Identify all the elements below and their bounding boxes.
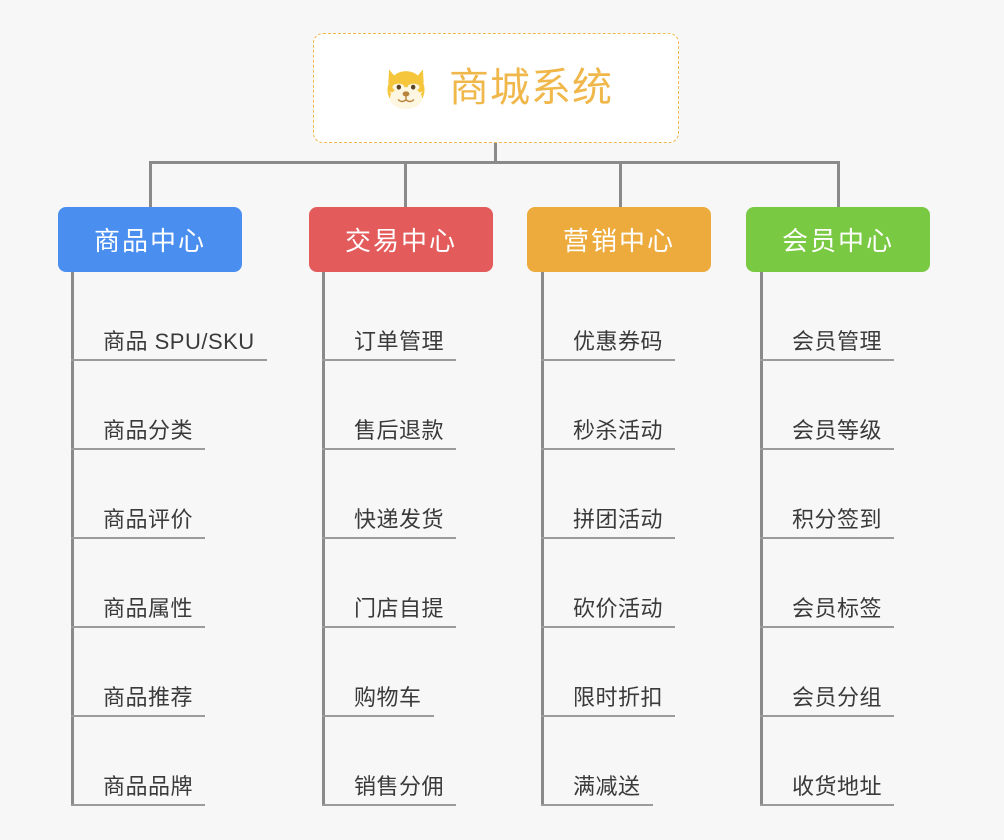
leaf-item[interactable]: 商品 SPU/SKU — [71, 272, 267, 361]
leaf-label: 优惠券码 — [573, 328, 664, 354]
category-box-3[interactable]: 会员中心 — [746, 207, 930, 272]
leaf-item[interactable]: 限时折扣 — [541, 628, 675, 717]
category-box-2[interactable]: 营销中心 — [527, 207, 711, 272]
leaf-item[interactable]: 商品分类 — [71, 361, 255, 450]
leaf-rule — [760, 804, 894, 806]
leaf-label: 商品分类 — [103, 417, 194, 443]
leaf-label: 会员分组 — [792, 684, 883, 710]
leaf-item[interactable]: 售后退款 — [322, 361, 456, 450]
leaf-item[interactable]: 商品品牌 — [71, 717, 255, 806]
connector-drop-1 — [149, 161, 152, 208]
leaf-label: 商品评价 — [103, 506, 194, 532]
leaf-item[interactable]: 收货地址 — [760, 717, 894, 806]
category-box-0[interactable]: 商品中心 — [58, 207, 242, 272]
leaf-label: 秒杀活动 — [573, 417, 664, 443]
root-title: 商城系统 — [449, 66, 613, 110]
leaf-item[interactable]: 购物车 — [322, 628, 444, 717]
leaf-label: 商品品牌 — [103, 773, 194, 799]
leaf-rule — [71, 537, 205, 539]
root-node-shop-system[interactable]: 商城系统 — [313, 33, 679, 143]
leaf-label: 快递发货 — [354, 506, 445, 532]
leaf-column-1: 订单管理 售后退款 快递发货 门店自提 购物车 销售分佣 — [322, 272, 456, 806]
leaf-label: 会员标签 — [792, 595, 883, 621]
leaf-rule — [541, 804, 653, 806]
leaf-item[interactable]: 满减送 — [541, 717, 663, 806]
leaf-label: 商品推荐 — [103, 684, 194, 710]
leaf-rule — [71, 359, 267, 361]
leaf-rule — [760, 448, 894, 450]
leaf-label: 购物车 — [354, 684, 422, 710]
leaf-item[interactable]: 积分签到 — [760, 450, 894, 539]
leaf-rule — [322, 804, 456, 806]
leaf-item[interactable]: 订单管理 — [322, 272, 456, 361]
leaf-item[interactable]: 门店自提 — [322, 539, 456, 628]
leaf-item[interactable]: 会员标签 — [760, 539, 894, 628]
leaf-spine — [71, 272, 74, 806]
leaf-label: 商品属性 — [103, 595, 194, 621]
leaf-rule — [541, 359, 675, 361]
leaf-label: 订单管理 — [354, 328, 445, 354]
leaf-rule — [322, 537, 456, 539]
leaf-rule — [322, 359, 456, 361]
leaf-label: 会员等级 — [792, 417, 883, 443]
leaf-item[interactable]: 商品评价 — [71, 450, 255, 539]
leaf-item[interactable]: 优惠券码 — [541, 272, 675, 361]
leaf-label: 会员管理 — [792, 328, 883, 354]
leaf-label: 积分签到 — [792, 506, 883, 532]
leaf-rule — [760, 359, 894, 361]
connector-drop-4 — [837, 161, 840, 208]
leaf-spine — [322, 272, 325, 806]
leaf-spine — [760, 272, 763, 806]
leaf-item[interactable]: 会员等级 — [760, 361, 894, 450]
leaf-rule — [71, 715, 205, 717]
category-label: 交易中心 — [344, 226, 457, 256]
leaf-column-0: 商品 SPU/SKU 商品分类 商品评价 商品属性 商品推荐 商品品牌 — [71, 272, 267, 806]
leaf-rule — [760, 537, 894, 539]
leaf-item[interactable]: 会员管理 — [760, 272, 894, 361]
category-label: 会员中心 — [781, 226, 894, 256]
leaf-label: 门店自提 — [354, 595, 445, 621]
leaf-label: 售后退款 — [354, 417, 445, 443]
category-box-1[interactable]: 交易中心 — [309, 207, 493, 272]
leaf-rule — [541, 537, 675, 539]
leaf-label: 限时折扣 — [573, 684, 664, 710]
leaf-spine — [541, 272, 544, 806]
connector-drop-3 — [619, 161, 622, 208]
leaf-rule — [71, 448, 205, 450]
leaf-rule — [71, 626, 205, 628]
leaf-rule — [541, 715, 675, 717]
leaf-label: 砍价活动 — [573, 595, 664, 621]
leaf-rule — [322, 715, 434, 717]
leaf-label: 收货地址 — [792, 773, 883, 799]
leaf-rule — [71, 804, 205, 806]
connector-trunk — [494, 143, 497, 164]
leaf-item[interactable]: 拼团活动 — [541, 450, 675, 539]
leaf-label: 拼团活动 — [573, 506, 664, 532]
leaf-rule — [322, 626, 456, 628]
leaf-label: 满减送 — [573, 773, 641, 799]
leaf-column-3: 会员管理 会员等级 积分签到 会员标签 会员分组 收货地址 — [760, 272, 894, 806]
leaf-item[interactable]: 砍价活动 — [541, 539, 675, 628]
connector-drop-2 — [404, 161, 407, 208]
leaf-column-2: 优惠券码 秒杀活动 拼团活动 砍价活动 限时折扣 满减送 — [541, 272, 675, 806]
leaf-rule — [541, 448, 675, 450]
leaf-item[interactable]: 秒杀活动 — [541, 361, 675, 450]
leaf-rule — [322, 448, 456, 450]
leaf-item[interactable]: 商品推荐 — [71, 628, 255, 717]
leaf-label: 商品 SPU/SKU — [103, 328, 255, 354]
category-label: 营销中心 — [562, 226, 675, 256]
leaf-item[interactable]: 会员分组 — [760, 628, 894, 717]
leaf-item[interactable]: 快递发货 — [322, 450, 456, 539]
leaf-rule — [760, 715, 894, 717]
leaf-rule — [541, 626, 675, 628]
leaf-rule — [760, 626, 894, 628]
connector-bus — [149, 161, 840, 164]
leaf-item[interactable]: 商品属性 — [71, 539, 255, 628]
leaf-item[interactable]: 销售分佣 — [322, 717, 456, 806]
leaf-label: 销售分佣 — [354, 773, 445, 799]
category-label: 商品中心 — [93, 226, 206, 256]
shiba-dog-face-icon — [387, 69, 425, 110]
